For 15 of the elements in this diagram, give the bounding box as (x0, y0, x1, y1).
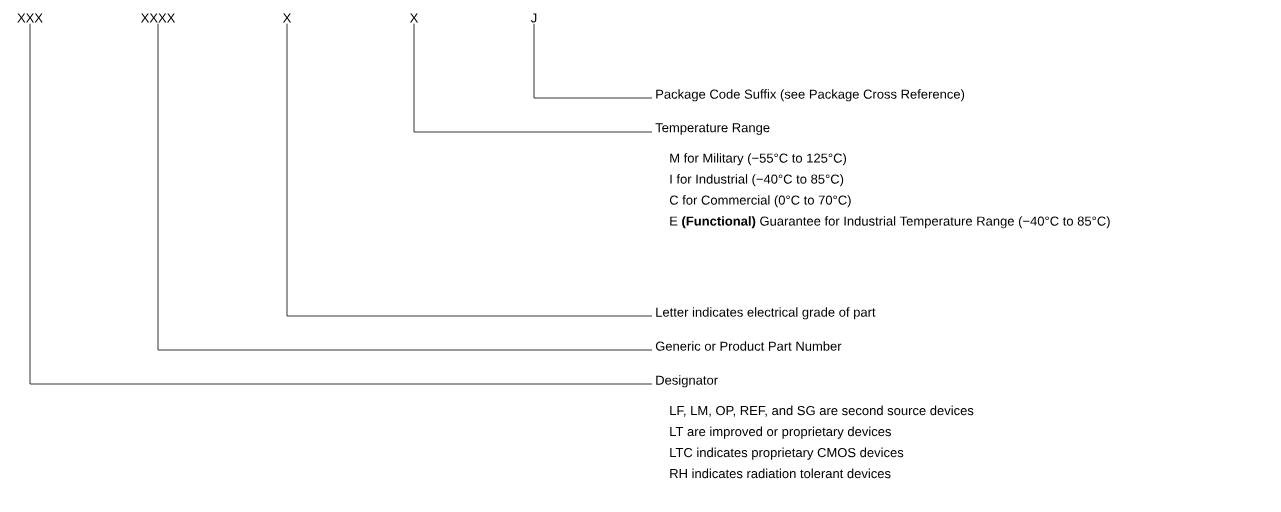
leader-line (157, 23, 653, 351)
description-list: Designator LF, LM, OP, REF, and SG are second source devices LT are improved or proprietary devices LTC indicates proprietary CMOS devices RH indicates radiation tolerant devices (656, 375, 974, 479)
leader-line (413, 23, 653, 133)
code-letter: XXXX (140, 13, 176, 23)
description-text: Package Code Suffix (see Package Cross Reference) (656, 89, 965, 102)
leader-line (286, 23, 653, 317)
code-letter: X (282, 13, 292, 23)
description-text: Letter indicates electrical grade of part (656, 307, 876, 320)
description-list: Temperature Range M for Military (−55°C to 125°C) I for Industrial (−40°C to 85°C) C for Commercial (0°C to 70°C) E (Functional) Guarantee for Industrial Temperature Range (−40°C to 85°C) (655, 123, 1110, 229)
code-letter: J (530, 13, 537, 23)
code-letter: X (409, 13, 419, 23)
leader-line (29, 23, 653, 385)
description-text: Generic or Product Part Number (655, 341, 842, 351)
leader-line (533, 23, 653, 99)
code-letter: XXX (17, 13, 43, 23)
